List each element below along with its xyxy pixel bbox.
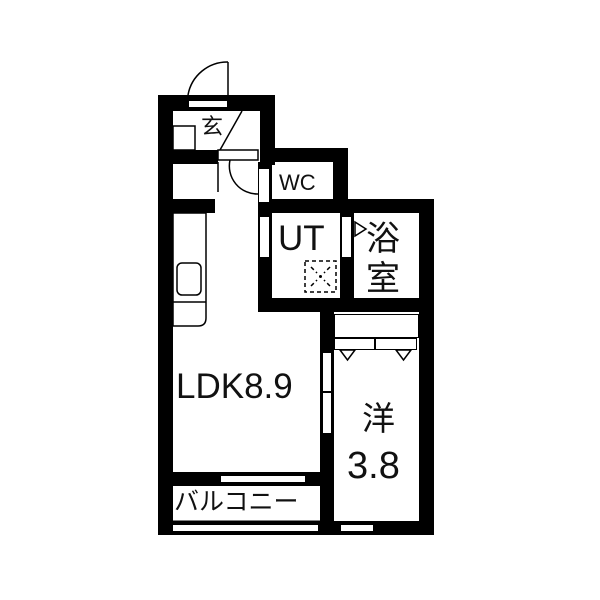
window-ut-bath-door xyxy=(341,216,352,258)
room-label-western-1: 洋 xyxy=(362,400,395,437)
window-entrance-top xyxy=(188,100,228,108)
room-label-bathroom-1: 浴 xyxy=(366,220,400,258)
window-ldk-sliding-2 xyxy=(322,392,332,434)
room-label-entrance: 玄 xyxy=(201,114,224,139)
room-label-utility: UT xyxy=(278,219,325,258)
room-label-ldk: LDK8.9 xyxy=(176,367,293,406)
wall-entrance-bottom xyxy=(158,150,218,164)
wall-wc-top xyxy=(260,148,348,162)
window-wc-door xyxy=(258,168,270,203)
shoe-cabinet-icon xyxy=(172,125,196,151)
bath-door-marker-icon xyxy=(354,220,368,238)
kitchen-counter-icon xyxy=(172,212,207,327)
wall-right-outer xyxy=(419,199,434,535)
window-ldk-balcony xyxy=(220,475,306,483)
washer-pan-icon xyxy=(304,260,337,293)
room-label-balcony: バルコニー xyxy=(174,488,299,516)
room-label-western-2: 3.8 xyxy=(347,445,400,487)
window-balcony-rail xyxy=(172,524,319,532)
closet-marker-icon xyxy=(394,349,413,362)
closet-top xyxy=(334,314,419,338)
wall-kitchen-stub xyxy=(158,199,215,213)
entrance-step-line xyxy=(219,110,243,151)
entrance-door-icon xyxy=(187,61,229,96)
wall-wc-right xyxy=(333,148,348,213)
wall-entrance-right xyxy=(260,95,275,165)
window-ut-left xyxy=(259,216,270,258)
closet-marker-icon xyxy=(338,349,357,362)
room-label-wc: WC xyxy=(279,170,316,195)
room-label-bathroom-2: 室 xyxy=(366,260,400,298)
window-western-bottom xyxy=(340,524,374,532)
window-ldk-sliding-1 xyxy=(322,352,332,392)
wc-door-icon xyxy=(217,149,259,195)
wall-ut-bottom xyxy=(258,298,434,312)
